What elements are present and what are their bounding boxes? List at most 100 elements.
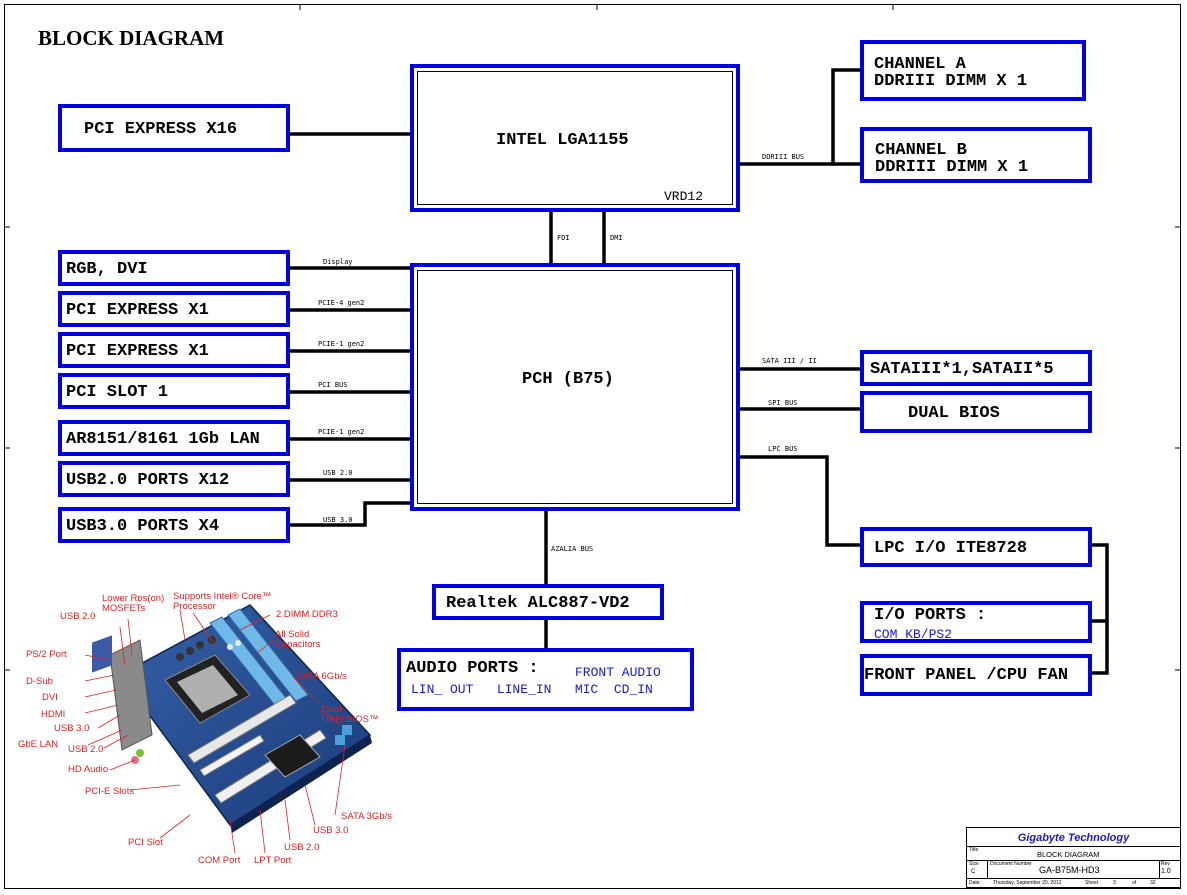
bus-label-display: Display <box>323 258 353 266</box>
bus-label-azalia: AZALIA BUS <box>551 545 594 553</box>
bus-label-pcie1: PCIE-1 gen2 <box>318 340 365 348</box>
title-block-doc-row: Size C Document Number GA-B75M-HD3 Rev 1… <box>967 860 1180 879</box>
audio-front-label: FRONT AUDIO <box>575 665 661 680</box>
sata-label: SATAIII*1,SATAII*5 <box>870 360 1054 379</box>
wire-lpc-right <box>1090 543 1109 675</box>
sheet-value: 3 <box>1113 880 1116 886</box>
bus-label-usb20: USB 2.0 <box>323 469 353 477</box>
audio-jacks-label: LIN_ OUT LINE_IN MIC CD_IN <box>411 682 653 697</box>
title-block-title-row: Title BLOCK DIAGRAM <box>967 846 1180 861</box>
lan-block: AR8151/8161 1Gb LAN <box>58 420 290 456</box>
channel-a-dimm: DDRIII DIMM X 1 <box>874 72 1028 91</box>
label-lower-rds: Lower Rᴅs(on)MOSFETs <box>102 593 165 614</box>
pci-slot-label: PCI SLOT 1 <box>66 383 169 402</box>
usb2-label: USB2.0 PORTS X12 <box>66 471 230 490</box>
pcie-x16-label: PCI EXPRESS X16 <box>84 120 238 139</box>
date-label: Date: <box>969 880 981 886</box>
label-usb20-mid: USB 2.0 <box>68 744 104 755</box>
front-panel-label: FRONT PANEL /CPU FAN <box>864 666 1069 685</box>
label-hd-audio: HD Audio <box>68 764 109 775</box>
bus-label-fdi: FDI <box>557 234 570 242</box>
bus-label-pcie1-lan: PCIE-1 gen2 <box>318 428 365 436</box>
title-field-label: Title <box>969 847 979 853</box>
motherboard-photo <box>84 604 372 854</box>
wire-lpc <box>739 455 862 547</box>
label-usb30-left: USB 3.0 <box>54 723 90 734</box>
label-dsub: D-Sub <box>26 676 53 687</box>
title-block: Gigabyte Technology Title BLOCK DIAGRAM … <box>966 827 1181 888</box>
label-usb20-bottom: USB 2.0 <box>284 842 320 853</box>
audio-ports-label: AUDIO PORTS : <box>406 659 539 678</box>
usb2-block: USB2.0 PORTS X12 <box>58 461 290 497</box>
title-block-date-row: Date: Thursday, September 20, 2012 Sheet… <box>967 878 1180 888</box>
bus-label-dmi: DMI <box>610 234 623 242</box>
pcie-x1-a-label: PCI EXPRESS X1 <box>66 301 209 320</box>
label-usb20-top: USB 2.0 <box>60 611 96 622</box>
label-pci-slot: PCI Slot <box>128 837 163 848</box>
date-value: Thursday, September 20, 2012 <box>993 880 1062 886</box>
label-lpt-port: LPT Port <box>254 855 292 866</box>
diagram-title: BLOCK DIAGRAM <box>38 26 225 50</box>
pcie-x1-b-label: PCI EXPRESS X1 <box>66 342 209 361</box>
dual-bios-label: DUAL BIOS <box>908 404 1000 423</box>
label-gbe-lan: GbE LAN <box>18 739 59 750</box>
label-sata3: SATA 3Gb/s <box>341 811 392 822</box>
rev-value: 1.0 <box>1161 868 1171 875</box>
codec-label: Realtek ALC887-VD2 <box>446 594 630 613</box>
audio-ports-block: AUDIO PORTS : FRONT AUDIO LIN_ OUT LINE_… <box>397 648 694 711</box>
dual-bios-block: DUAL BIOS <box>860 391 1092 433</box>
bus-label-pcibus: PCI BUS <box>318 381 348 389</box>
drawing-frame <box>4 4 1181 889</box>
bus-label-lpc: LPC BUS <box>768 445 798 453</box>
sheet-label: Sheet <box>1085 880 1099 886</box>
lpc-io-block: LPC I/O ITE8728 <box>860 527 1092 567</box>
sata-block: SATAIII*1,SATAII*5 <box>860 350 1092 386</box>
size-label: Size <box>969 861 979 867</box>
lan-label: AR8151/8161 1Gb LAN <box>66 430 260 449</box>
usb3-label: USB3.0 PORTS X4 <box>66 517 220 536</box>
company-name: Gigabyte Technology <box>1017 832 1130 844</box>
label-dvi: DVI <box>42 692 58 703</box>
pch-block: PCH (B75) <box>410 263 740 511</box>
title-block-company-row: Gigabyte Technology <box>967 828 1180 847</box>
io-ports-list: COM KB/PS2 <box>874 627 953 642</box>
of-label: of <box>1132 880 1137 886</box>
channel-a-block: CHANNEL A DDRIII DIMM X 1 <box>860 40 1086 101</box>
rgb-dvi-label: RGB, DVI <box>66 260 148 279</box>
rgb-dvi-block: RGB, DVI <box>58 250 290 286</box>
pci-slot-block: PCI SLOT 1 <box>58 373 290 409</box>
title-field-value: BLOCK DIAGRAM <box>1037 850 1100 859</box>
pcie-x1-a-block: PCI EXPRESS X1 <box>58 291 290 327</box>
pcie-x16-block: PCI EXPRESS X16 <box>58 104 290 152</box>
usb3-block: USB3.0 PORTS X4 <box>58 507 290 543</box>
lpc-io-label: LPC I/O ITE8728 <box>874 539 1028 558</box>
label-com-port: COM Port <box>198 855 241 866</box>
io-ports-block: I/O PORTS : COM KB/PS2 <box>860 601 1092 643</box>
cpu-block: INTEL LGA1155 VRD12 <box>410 64 740 212</box>
channel-b-label: CHANNEL B <box>875 141 967 160</box>
front-panel-block: FRONT PANEL /CPU FAN <box>860 654 1092 696</box>
bus-label-usb30: USB 3.0 <box>323 516 353 524</box>
bus-label-sata: SATA III / II <box>762 357 817 365</box>
wire-usb30 <box>289 501 411 527</box>
label-ps2: PS/2 Port <box>26 649 67 660</box>
label-dimm: 2 DIMM DDR3 <box>276 609 338 620</box>
pch-label: PCH (B75) <box>522 370 614 389</box>
wire-cha <box>831 68 862 166</box>
of-value: 32 <box>1150 880 1156 886</box>
bus-label-pcie4: PCIE-4 gen2 <box>318 299 365 307</box>
codec-block: Realtek ALC887-VD2 <box>432 584 664 620</box>
bus-label-spi: SPI BUS <box>768 399 798 407</box>
label-sata6: SATA 6Gb/s <box>296 671 347 682</box>
doc-number-label: Document Number <box>990 861 1032 867</box>
size-value: C <box>971 869 976 875</box>
doc-number-value: GA-B75M-HD3 <box>1039 865 1100 875</box>
cpu-label: INTEL LGA1155 <box>496 131 629 150</box>
channel-b-dimm: DDRIII DIMM X 1 <box>875 158 1029 177</box>
io-ports-label: I/O PORTS : <box>874 606 987 625</box>
vrd-label: VRD12 <box>664 189 704 204</box>
